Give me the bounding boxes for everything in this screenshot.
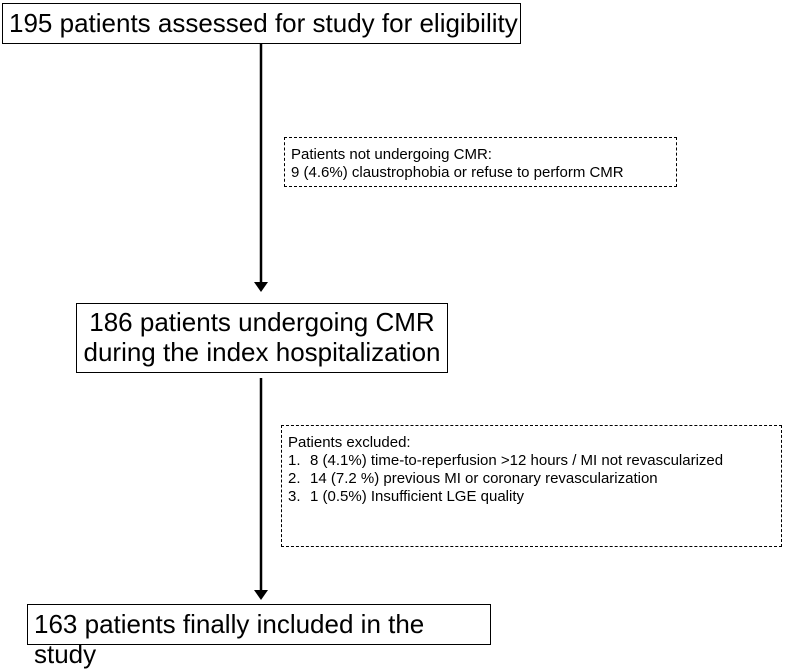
exclusion-2-item-text: 1 (0.5%) Insufficient LGE quality (310, 488, 524, 505)
step-3-text: 163 patients finally included in the stu… (34, 609, 425, 669)
exclusion-2-item-number: 3. (288, 488, 301, 505)
exclusion-box-1: Patients not undergoing CMR: 9 (4.6%) cl… (284, 137, 677, 187)
exclusion-2-list: 1. 8 (4.1%) time-to-reperfusion >12 hour… (288, 452, 781, 506)
exclusion-2-item-number: 2. (288, 470, 301, 487)
flow-arrows (254, 44, 268, 600)
exclusion-2-item: 2. 14 (7.2 %) previous MI or coronary re… (288, 470, 781, 488)
exclusion-2-item: 3. 1 (0.5%) Insufficient LGE quality (288, 488, 781, 506)
exclusion-1-item: 9 (4.6%) claustrophobia or refuse to per… (291, 164, 624, 181)
step-2-line-2: during the index hospitalization (83, 337, 441, 367)
step-1-box: 195 patients assessed for study for elig… (2, 3, 521, 44)
step-3-box: 163 patients finally included in the stu… (27, 604, 491, 669)
exclusion-1-title: Patients not undergoing CMR: (291, 146, 492, 163)
step-2-box: 186 patients undergoing CMR during the i… (76, 303, 448, 373)
exclusion-box-2: Patients excluded: 1. 8 (4.1%) time-to-r… (281, 425, 782, 547)
step-1-text: 195 patients assessed for study for elig… (9, 8, 518, 38)
exclusion-2-title: Patients excluded: (288, 434, 411, 451)
exclusion-2-item: 1. 8 (4.1%) time-to-reperfusion >12 hour… (288, 452, 781, 470)
exclusion-2-item-text: 8 (4.1%) time-to-reperfusion >12 hours /… (310, 452, 724, 469)
exclusion-2-item-text: 14 (7.2 %) previous MI or coronary revas… (310, 470, 658, 487)
exclusion-2-item-number: 1. (288, 452, 301, 469)
step-2-line-1: 186 patients undergoing CMR (89, 307, 435, 337)
